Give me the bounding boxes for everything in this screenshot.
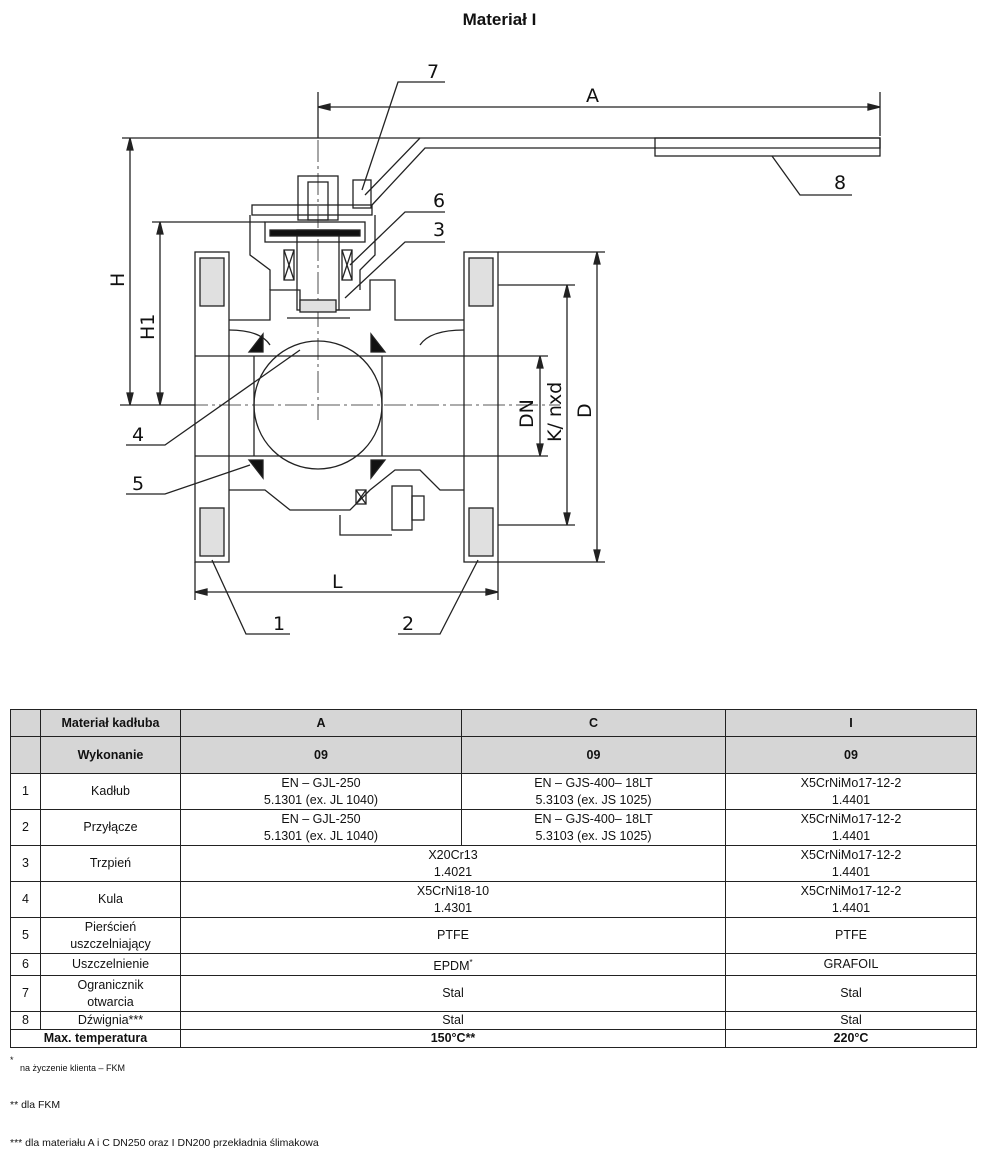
row-number: 5 [10,917,41,954]
header-i: I [725,709,977,737]
material-ac: Stal [180,1011,726,1031]
label-5: 5 [132,473,144,495]
max-temp-label: Max. temperatura [10,1029,181,1049]
label-7: 7 [427,61,439,83]
valve-technical-drawing: 7 8 6 3 4 5 1 2 A L H H1 DN K/ nxd D [107,61,881,635]
header-i: 09 [725,736,977,774]
label-8: 8 [834,172,846,194]
table-row: 8 Dźwignia*** Stal Stal [10,1011,977,1031]
material-ac: PTFE [180,917,726,954]
table-row-max-temp: Max. temperatura 150°C** 220°C [10,1029,977,1049]
row-number: 2 [10,809,41,846]
table-header-row: Materiał kadłuba A C I [10,709,977,737]
max-temp-ac: 150°C** [180,1029,726,1049]
footnote-3: *** dla materiału A i C DN250 oraz I DN2… [10,1137,319,1149]
row-number: 8 [10,1011,41,1031]
dim-h-label: H [107,273,129,287]
material-i: PTFE [725,917,977,954]
dim-d-label: D [574,403,596,418]
footnote-mark: * [469,958,473,967]
dim-dn-label: DN [516,399,538,428]
dim-h1-label: H1 [137,314,159,340]
part-name: Dźwignia*** [40,1011,181,1031]
label-2: 2 [402,613,414,635]
label-1: 1 [273,613,285,635]
dim-k-label: K/ nxd [544,382,566,442]
footnote-2: ** dla FKM [10,1099,61,1111]
page-title: Materiał I [462,10,537,29]
row-number: 4 [10,881,41,918]
label-6: 6 [433,190,445,212]
row-number: 1 [10,773,41,810]
row-number: 3 [10,845,41,882]
part-name: Kula [40,881,181,918]
material-i: GRAFOIL [725,952,977,977]
header-label: Materiał kadłuba [40,709,181,737]
table-row: 6 Uszczelnienie EPDM* GRAFOIL [10,952,977,977]
header-c: C [461,709,726,737]
table-header-row: Wykonanie 09 09 09 [10,736,977,774]
part-name: Trzpień [40,845,181,882]
label-3: 3 [433,219,445,241]
dim-a-label: A [586,85,599,107]
max-temp-i: 220°C [725,1029,977,1049]
header-a: 09 [180,736,462,774]
footnote-1: * na życzenie klienta – FKM [10,1055,126,1073]
part-name: Uszczelnienie [40,952,181,977]
material-i: Stal [725,1011,977,1031]
material-ac: Stal [180,975,726,1013]
material-table: Materiał kadłuba A C I Wykonanie 09 09 0… [10,709,977,1049]
part-name: Przyłącze [40,809,181,846]
header-c: 09 [461,736,726,774]
dim-l-label: L [332,571,343,593]
header-a: A [180,709,462,737]
material-ac: EPDM* [180,952,726,977]
header-label: Wykonanie [40,736,181,774]
label-4: 4 [132,424,144,446]
row-number: 7 [10,975,41,1013]
material-i: Stal [725,975,977,1013]
part-name: Kadłub [40,773,181,810]
row-number: 6 [10,952,41,977]
